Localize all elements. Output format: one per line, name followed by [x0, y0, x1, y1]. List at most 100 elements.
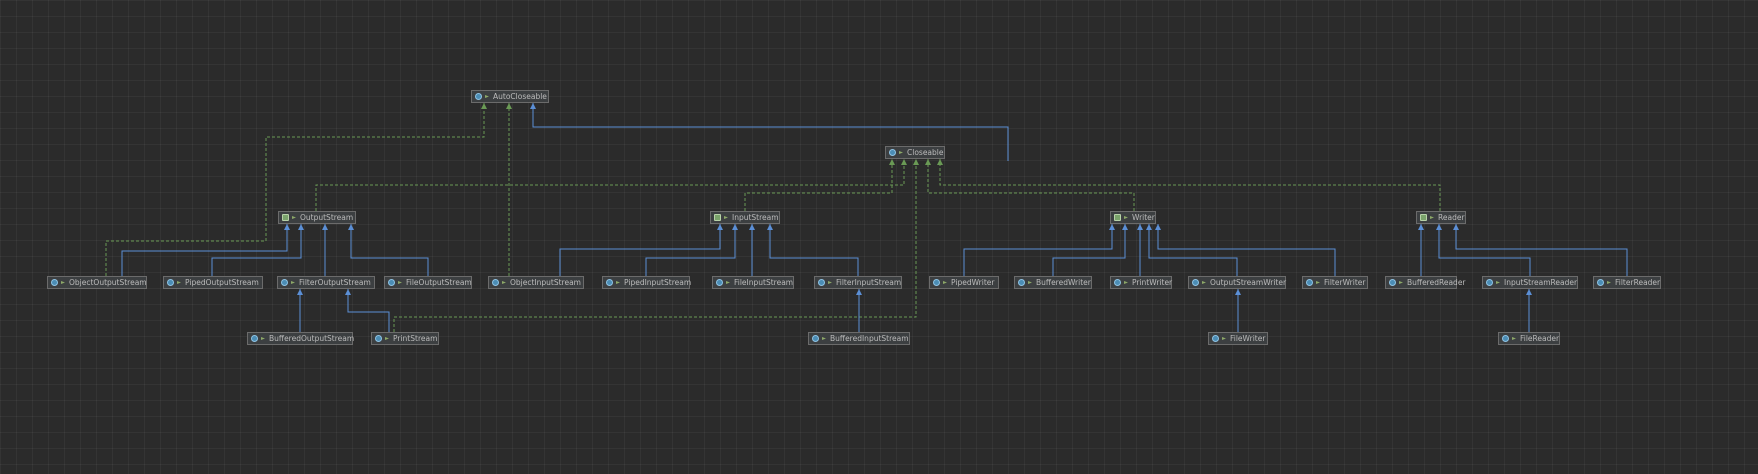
class-name: FileReader [1520, 334, 1560, 343]
class-name: BufferedInputStream [830, 334, 909, 343]
class-node-pipedinputstream[interactable]: PipedInputStream [602, 276, 691, 289]
class-name: BufferedReader [1407, 278, 1466, 287]
class-node-fileoutputstream[interactable]: FileOutputStream [384, 276, 472, 289]
public-visibility-icon [385, 337, 389, 340]
public-visibility-icon [1124, 216, 1128, 219]
arrowhead-inputstream-to-closeable [889, 159, 895, 165]
arrowhead-pipedwriter-to-writer [1109, 224, 1115, 230]
class-name: BufferedWriter [1036, 278, 1091, 287]
abstract-class-icon [1114, 214, 1121, 221]
class-node-bufferedoutputstream[interactable]: BufferedOutputStream [247, 332, 354, 345]
class-node-inputstream[interactable]: InputStream [710, 211, 780, 224]
abstract-class-icon [1420, 214, 1427, 221]
class-name: PrintWriter [1132, 278, 1173, 287]
edge-pipedinputstream-to-inputstream [645, 224, 736, 276]
public-visibility-icon [1496, 281, 1500, 284]
arrowhead-inputstreamreader-to-reader [1436, 224, 1442, 230]
arrowhead-filterwriter-to-writer [1155, 224, 1161, 230]
arrowhead-pipedoutputstream-to-outputstream [298, 224, 304, 230]
class-icon [1114, 279, 1121, 286]
public-visibility-icon [1124, 281, 1128, 284]
class-icon [933, 279, 940, 286]
class-icon [492, 279, 499, 286]
public-visibility-icon [943, 281, 947, 284]
arrowhead-outputstream-to-closeable [901, 159, 907, 165]
edge-outputstream-to-closeable [315, 159, 905, 211]
class-node-bufferedreader[interactable]: BufferedReader [1385, 276, 1466, 289]
class-icon [167, 279, 174, 286]
public-visibility-icon [291, 281, 295, 284]
class-icon [818, 279, 825, 286]
class-node-outputstreamwriter[interactable]: OutputStreamWriter [1188, 276, 1286, 289]
class-node-objectoutputstream[interactable]: ObjectOutputStream [47, 276, 147, 289]
class-node-inputstreamreader[interactable]: InputStreamReader [1482, 276, 1578, 289]
class-icon [251, 335, 258, 342]
class-node-objectinputstream[interactable]: ObjectInputStream [488, 276, 584, 289]
class-node-filteroutputstream[interactable]: FilterOutputStream [277, 276, 375, 289]
edge-objectoutputstream-to-outputstream [121, 224, 288, 276]
public-visibility-icon [1316, 281, 1320, 284]
interface-icon [475, 93, 482, 100]
public-visibility-icon [1512, 337, 1516, 340]
class-node-filereader[interactable]: FileReader [1498, 332, 1560, 345]
public-visibility-icon [899, 151, 903, 154]
class-node-autocloseable[interactable]: AutoCloseable [471, 90, 549, 103]
edge-pipedwriter-to-writer [963, 224, 1113, 276]
class-node-printwriter[interactable]: PrintWriter [1110, 276, 1172, 289]
arrowhead-bufferedreader-to-reader [1418, 224, 1424, 230]
class-node-fileinputstream[interactable]: FileInputStream [712, 276, 794, 289]
class-node-pipedwriter[interactable]: PipedWriter [929, 276, 999, 289]
class-icon [51, 279, 58, 286]
arrowhead-bufferedinputstream-to-filterinputstream [856, 289, 862, 295]
class-node-pipedoutputstream[interactable]: PipedOutputStream [163, 276, 263, 289]
arrowhead-filereader-to-inputstreamreader [1526, 289, 1532, 295]
public-visibility-icon [502, 281, 506, 284]
public-visibility-icon [1607, 281, 1611, 284]
arrowhead-printstream-to-closeable [913, 159, 919, 165]
class-name: OutputStream [300, 213, 354, 222]
class-name: InputStream [732, 213, 779, 222]
class-name: FilterReader [1615, 278, 1661, 287]
class-node-filterwriter[interactable]: FilterWriter [1302, 276, 1368, 289]
class-node-printstream[interactable]: PrintStream [371, 332, 439, 345]
class-name: Reader [1438, 213, 1465, 222]
class-node-bufferedinputstream[interactable]: BufferedInputStream [808, 332, 910, 345]
abstract-class-icon [282, 214, 289, 221]
public-visibility-icon [726, 281, 730, 284]
class-name: ObjectInputStream [510, 278, 581, 287]
class-node-filterreader[interactable]: FilterReader [1593, 276, 1661, 289]
public-visibility-icon [485, 95, 489, 98]
arrowhead-pipedinputstream-to-inputstream [732, 224, 738, 230]
arrowhead-writer-to-closeable [925, 159, 931, 165]
edge-objectinputstream-to-inputstream [559, 224, 721, 276]
arrowhead-bufferedwriter-to-writer [1122, 224, 1128, 230]
public-visibility-icon [1202, 281, 1206, 284]
arrowhead-filewriter-to-outputstreamwriter [1235, 289, 1241, 295]
arrowhead-objectinputstream-to-autocloseable [506, 103, 512, 109]
public-visibility-icon [1430, 216, 1434, 219]
class-name: Writer [1132, 213, 1155, 222]
class-node-writer[interactable]: Writer [1110, 211, 1156, 224]
edge-filterwriter-to-writer [1157, 224, 1336, 276]
edge-inputstreamreader-to-reader [1438, 224, 1531, 276]
class-name: FileOutputStream [406, 278, 472, 287]
class-node-bufferedwriter[interactable]: BufferedWriter [1014, 276, 1092, 289]
public-visibility-icon [398, 281, 402, 284]
public-visibility-icon [822, 337, 826, 340]
interface-icon [889, 149, 896, 156]
class-node-closeable[interactable]: Closeable [885, 146, 945, 159]
class-node-outputstream[interactable]: OutputStream [278, 211, 356, 224]
class-node-filterinputstream[interactable]: FilterInputStream [814, 276, 902, 289]
arrowhead-objectoutputstream-to-outputstream [284, 224, 290, 230]
class-icon [1018, 279, 1025, 286]
arrowhead-objectinputstream-to-inputstream [717, 224, 723, 230]
class-node-reader[interactable]: Reader [1416, 211, 1466, 224]
edge-reader-to-closeable [939, 159, 1441, 211]
class-node-filewriter[interactable]: FileWriter [1208, 332, 1268, 345]
class-icon [375, 335, 382, 342]
class-icon [1502, 335, 1509, 342]
arrowhead-fileinputstream-to-inputstream [749, 224, 755, 230]
edge-bufferedwriter-to-writer [1052, 224, 1126, 276]
public-visibility-icon [828, 281, 832, 284]
